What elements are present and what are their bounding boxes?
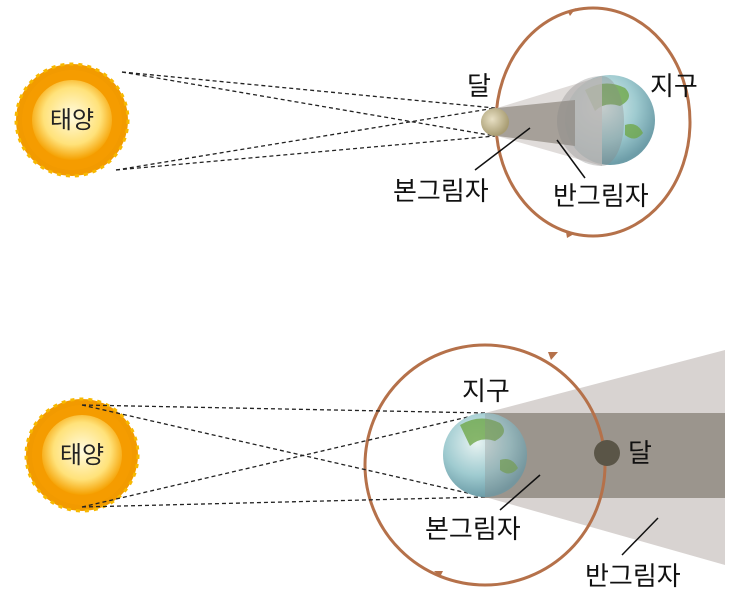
umbra-label-top: 본그림자 [393, 177, 489, 207]
moon-bottom [594, 440, 620, 466]
moon-top [481, 108, 509, 136]
solar-eclipse-panel: 태양 달 지구 본그림자 반그림자 [14, 6, 698, 238]
umbra-top [497, 100, 575, 146]
earth-bottom [443, 413, 527, 497]
sun-rays-top [115, 71, 496, 171]
earth-label-bottom: 지구 [462, 377, 510, 407]
moon-label-bottom: 달 [628, 439, 652, 469]
penumbra-label-bottom: 반그림자 [585, 562, 681, 592]
sun-label-bottom: 태양 [60, 441, 104, 469]
umbra-label-bottom: 본그림자 [425, 515, 521, 545]
moon-label-top: 달 [467, 72, 491, 102]
earth-label-top: 지구 [650, 72, 698, 102]
lunar-eclipse-panel: 태양 달 지구 본그림자 반그림자 [24, 343, 725, 592]
sun-rays-bottom [81, 404, 486, 508]
sun-label-top: 태양 [50, 106, 94, 134]
penumbra-label-top: 반그림자 [553, 182, 649, 212]
